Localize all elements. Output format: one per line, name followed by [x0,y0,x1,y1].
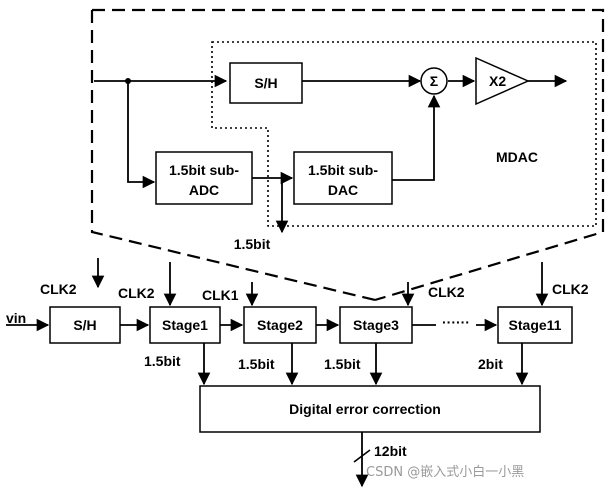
wire-to-subadc [127,81,156,189]
output-bits-label: 12bit [374,443,407,459]
sub-dac-label-line1: 1.5bit sub- [308,162,378,178]
wire-dac-to-sum [392,94,441,181]
bit-label: 1.5bit [238,356,275,372]
stage-label: Stage2 [257,317,303,333]
gain-amplifier-icon [475,56,530,106]
sub-dac-block [293,151,393,205]
bit-label: 1.5bit [144,353,181,369]
sub-adc-block [155,151,253,205]
sum-symbol: Σ [430,73,438,89]
gain-label: X2 [489,73,506,89]
mdac-zoom-outline [90,8,605,302]
clock-label: CLK2 [118,285,155,301]
stage-ellipsis: ······ [442,314,470,330]
stage-label: Stage3 [353,317,399,333]
pipeline-sh-label: S/H [73,317,96,333]
stage-block [497,306,573,344]
bus-slash [353,449,371,463]
vin-label: vin [6,310,26,326]
mdac-sh-label: S/H [254,75,277,91]
sub-adc-label-line2: ADC [189,182,219,198]
bit-label: 2bit [478,356,503,372]
clock-label: CLK1 [202,287,239,303]
watermark: CSDN @嵌入式小白一小黑 [366,464,524,480]
mdac-title: MDAC [496,149,538,165]
mdac-sh-block [229,62,303,104]
bit-label: 1.5bit [324,356,361,372]
clock-label: CLK2 [552,281,589,297]
stage-block [243,306,317,344]
stage-label: Stage11 [509,317,562,333]
pipeline-sh-block [49,306,121,344]
mdac-bits-label: 1.5bit [234,236,271,252]
summing-node [420,67,448,95]
error-correction-label: Digital error correction [289,401,441,417]
stage-label: Stage1 [162,317,208,333]
clock-label: CLK2 [428,284,465,300]
mdac-dotted-boundary [211,41,597,227]
clock-label: CLK2 [40,281,77,297]
stage-block [149,306,221,344]
sub-adc-label-line1: 1.5bit sub- [169,162,239,178]
sub-dac-label-line2: DAC [328,182,358,198]
error-correction-block [199,385,541,433]
